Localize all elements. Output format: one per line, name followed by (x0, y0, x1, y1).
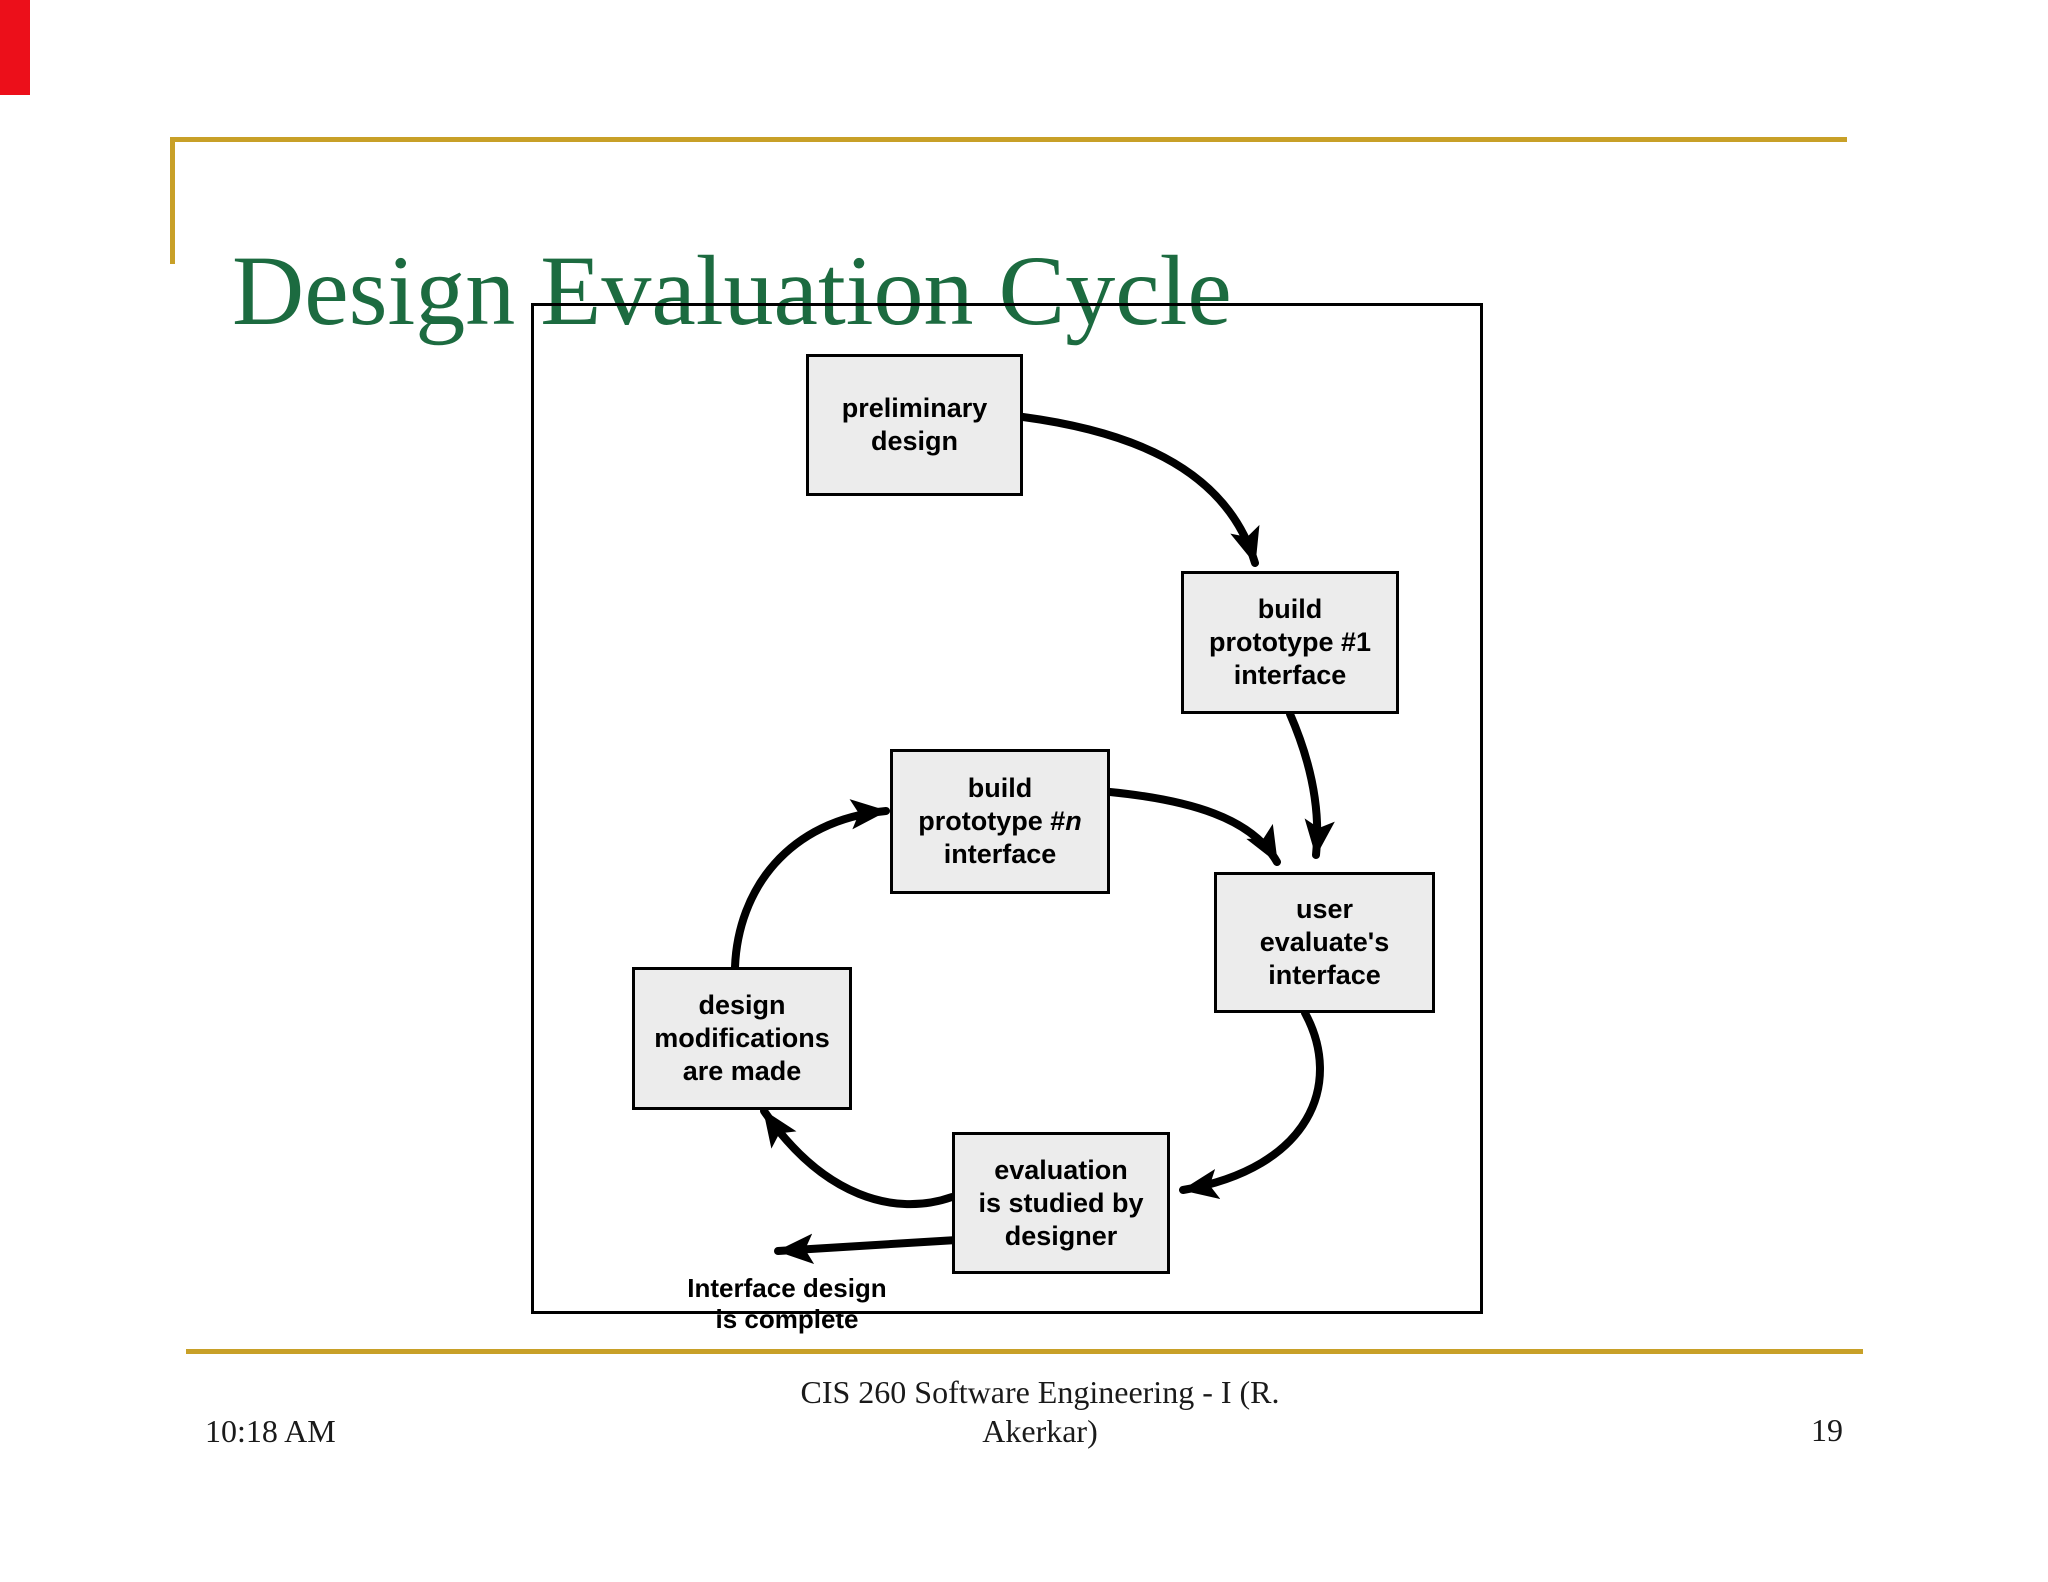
footer-course: CIS 260 Software Engineering - I (R. Ake… (700, 1373, 1380, 1451)
arrow-build1-to-user (1286, 710, 1335, 859)
node-text-line: design (870, 426, 958, 456)
node-text-line: prototype #1 (1208, 627, 1372, 657)
node-text-line: interface (1268, 960, 1381, 990)
node-preliminary-design: preliminary design (806, 354, 1023, 496)
node-design-modifications: design modifications are made (632, 967, 852, 1110)
arrow-eval-to-complete (774, 1233, 961, 1265)
node-text-line: design (698, 990, 786, 1020)
gold-rule-bottom (186, 1349, 1863, 1354)
interface-complete-line1: Interface design (687, 1273, 887, 1303)
arrow-mods-to-buildn (731, 799, 890, 971)
interface-complete-line2: is complete (715, 1304, 859, 1334)
arrow-preliminary-to-build1 (1019, 413, 1260, 567)
node-text-line: user (1295, 894, 1354, 924)
node-text-line: build (967, 773, 1033, 803)
node-build-prototype-n: build prototype #n interface (890, 749, 1110, 894)
footer-course-line2: Akerkar) (982, 1413, 1098, 1449)
node-text-line: preliminary (841, 393, 988, 423)
slide-title: Design Evaluation Cycle (232, 235, 1232, 346)
node-evaluation-studied: evaluation is studied by designer (952, 1132, 1170, 1274)
footer-page-number: 19 (1811, 1412, 1843, 1448)
node-text-italic-n: n (1065, 806, 1082, 836)
gold-rule-top (170, 137, 1847, 142)
footer-course-line1: CIS 260 Software Engineering - I (R. (800, 1374, 1280, 1410)
node-text-line: prototype #n (918, 805, 1082, 838)
arrow-buildn-to-user (1106, 788, 1281, 866)
node-text-line: modifications (654, 1023, 830, 1053)
interface-complete-label: Interface design is complete (657, 1273, 917, 1335)
node-text-line: interface (943, 839, 1057, 869)
node-user-evaluates-interface: user evaluate's interface (1214, 872, 1435, 1013)
node-text-line: designer (1004, 1220, 1118, 1251)
node-text-line: evaluate's (1259, 927, 1390, 957)
node-text-line: evaluation (994, 1154, 1128, 1185)
node-text-line: are made (682, 1056, 802, 1086)
arrow-eval-to-mods (760, 1107, 956, 1209)
footer-time: 10:18 AM (205, 1413, 336, 1449)
red-accent-bar (0, 0, 30, 95)
node-build-prototype-1: build prototype #1 interface (1181, 571, 1399, 714)
node-text-line: build (1257, 594, 1323, 624)
flow-arrows (731, 413, 1335, 1265)
design-cycle-diagram: preliminary design build prototype #1 in… (531, 303, 1483, 1334)
gold-rule-left (170, 137, 175, 264)
arrow-user-to-eval (1179, 1009, 1324, 1199)
node-text-part: prototype # (918, 806, 1066, 836)
node-text-line: is studied by (978, 1187, 1144, 1218)
node-text-line: interface (1233, 660, 1347, 690)
